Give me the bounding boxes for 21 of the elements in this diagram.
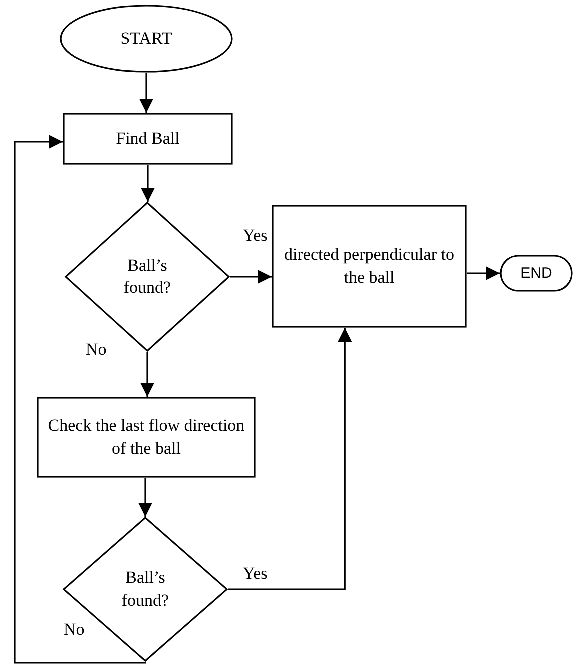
node-text: END — [520, 264, 552, 284]
arrow — [228, 328, 352, 590]
arrow — [141, 165, 155, 202]
decision-diamond — [63, 517, 228, 662]
process-box — [37, 397, 256, 478]
node-text: directed perpendicular to the ball — [284, 244, 456, 288]
node-text: START — [120, 28, 172, 50]
arrow — [140, 352, 154, 397]
arrow — [14, 135, 146, 664]
node-text: Check the last flow direction of the ball — [47, 415, 246, 460]
node-text: Find Ball — [116, 128, 180, 150]
node-text: Ball’s found? — [120, 567, 170, 612]
arrow — [467, 266, 500, 280]
process-box — [63, 113, 233, 165]
end-terminal — [500, 255, 573, 292]
arrow — [138, 478, 152, 517]
node-text: Ball’s found? — [122, 254, 172, 299]
arrow — [140, 73, 154, 113]
start-terminal — [60, 5, 233, 73]
arrow — [230, 270, 272, 284]
process-box — [272, 205, 467, 328]
